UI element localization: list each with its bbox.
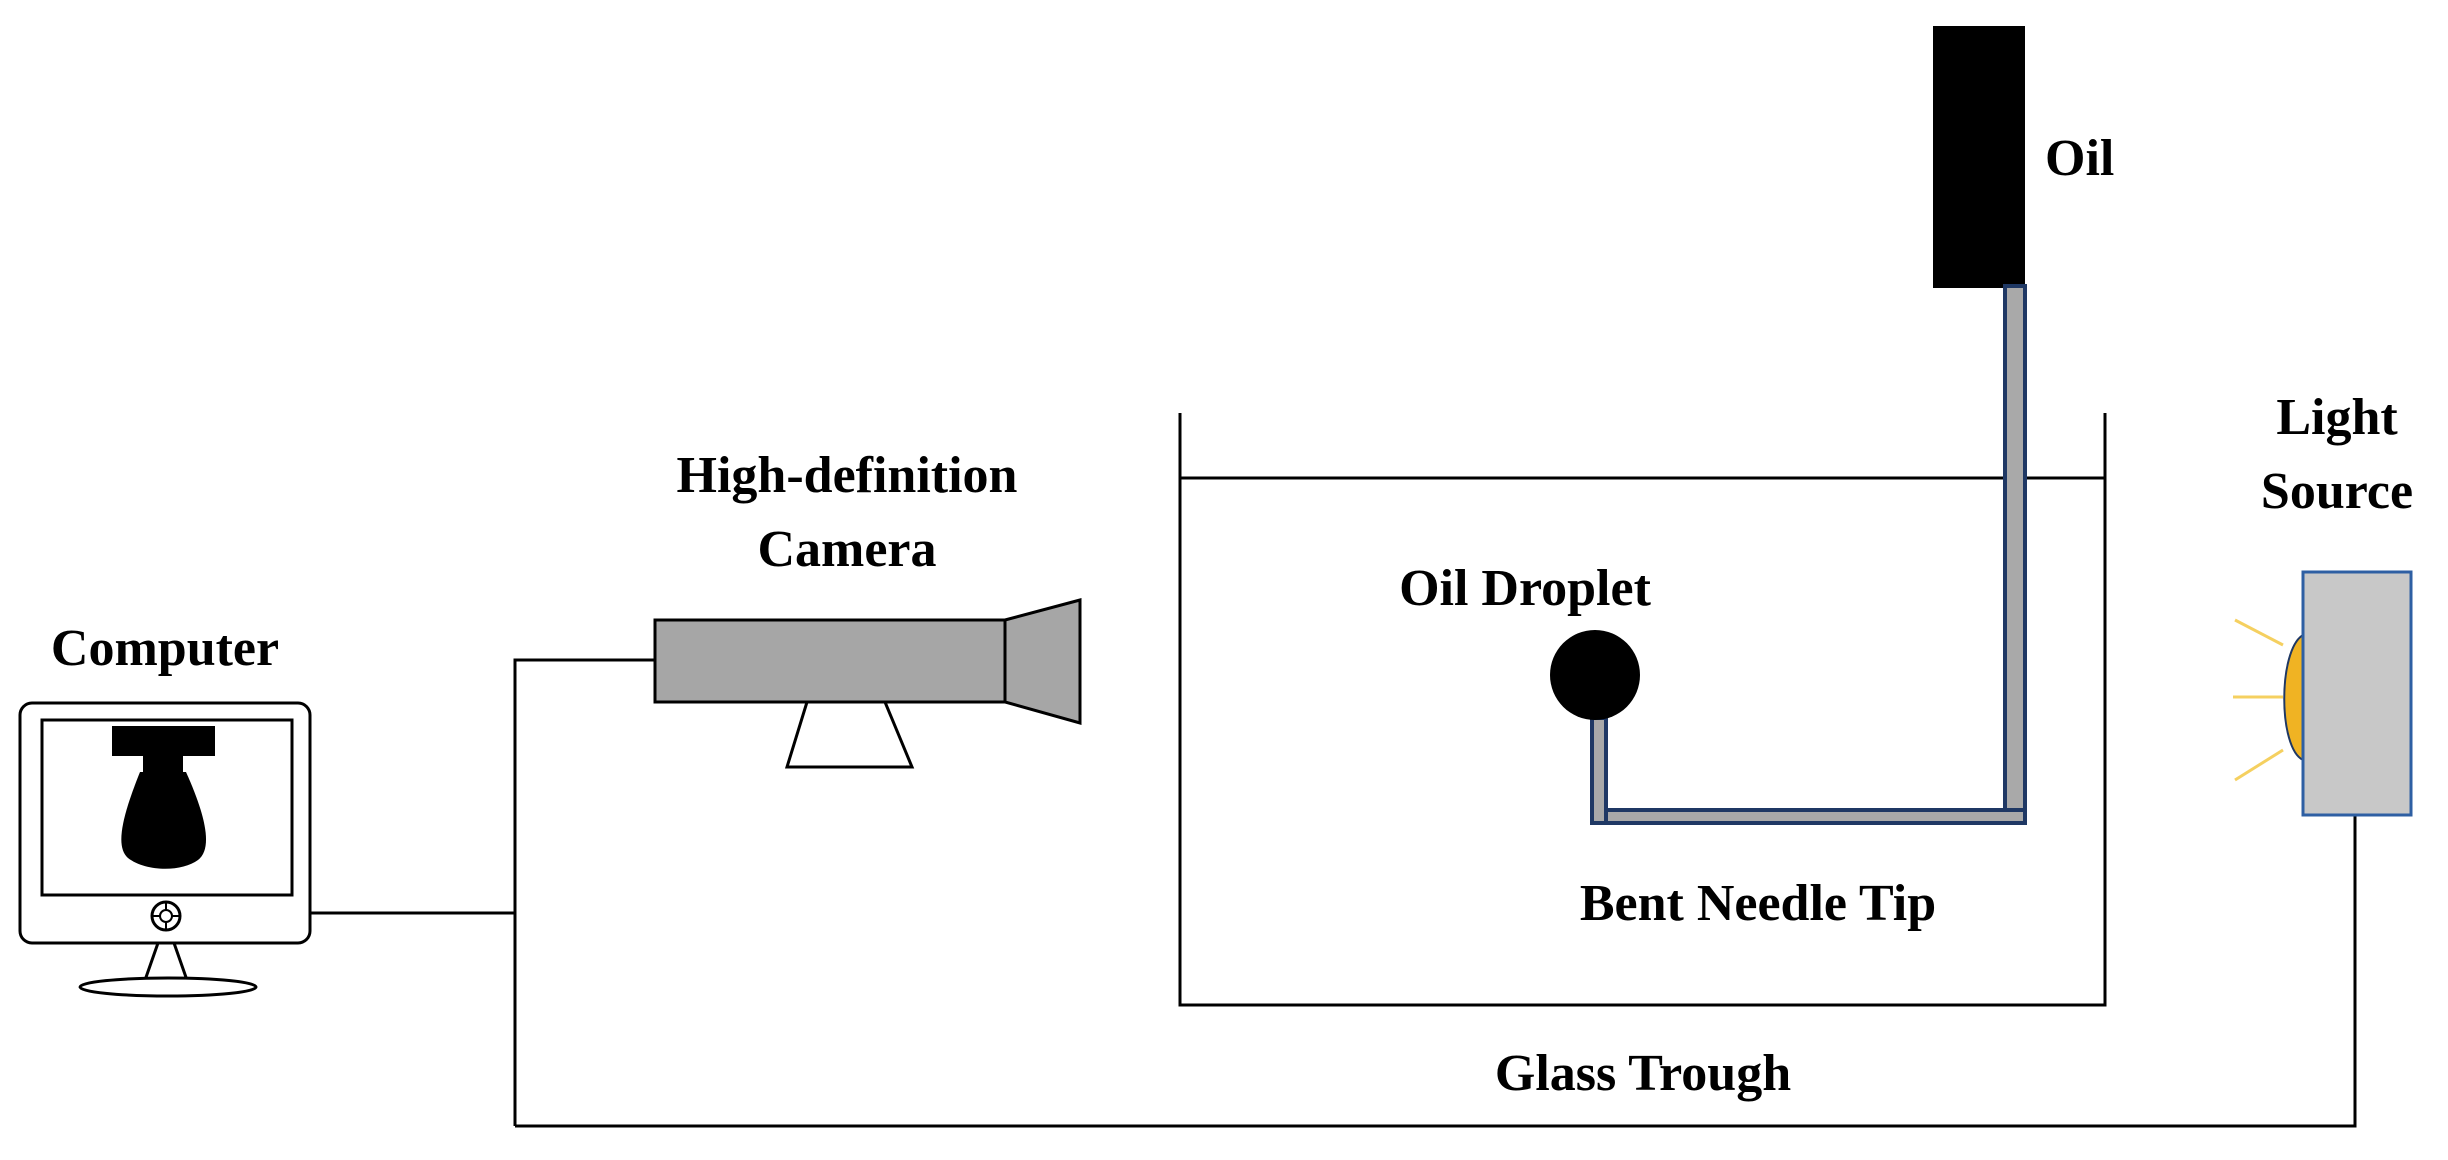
screen-needle-block [112,726,215,756]
glass-trough [1178,413,2107,1007]
needle-tip-segment [1590,716,1608,825]
needle-horizontal-segment [1590,808,2027,825]
camera-lens [1003,598,1082,725]
light-source-label-line1: Light [2276,389,2398,446]
computer-base [78,976,258,998]
camera-label-line2: Camera [757,521,936,578]
needle-vertical-segment [2003,284,2027,825]
oil-label: Oil [2045,130,2114,187]
screen-droplet-icon [121,772,207,869]
computer [18,701,312,998]
camera-body [653,618,1007,704]
bent-needle [1590,284,2027,825]
oil-droplet-label: Oil Droplet [1399,560,1651,617]
light-source-box [2301,570,2413,817]
camera-tripod [784,700,915,769]
high-definition-camera [653,598,1082,769]
camera-cable [513,658,655,1126]
bent-needle-tip-label: Bent Needle Tip [1580,875,1936,932]
light-rays [2233,618,2284,782]
light-source-label-line2: Source [2261,463,2413,520]
camera-label-line1: High-definition [677,447,1018,504]
lamp-bulb [2283,633,2304,762]
power-button-icon [150,900,182,932]
light-source-cable [515,815,2357,1128]
light-source [2233,570,2413,817]
glass-trough-label: Glass Trough [1495,1045,1791,1102]
computer-label: Computer [51,620,279,677]
screen-needle-stem [143,754,183,774]
wiring [310,658,2357,1128]
oil-droplet [1550,630,1640,720]
oil-reservoir [1933,26,2025,288]
trough-walls [1178,413,2107,1007]
